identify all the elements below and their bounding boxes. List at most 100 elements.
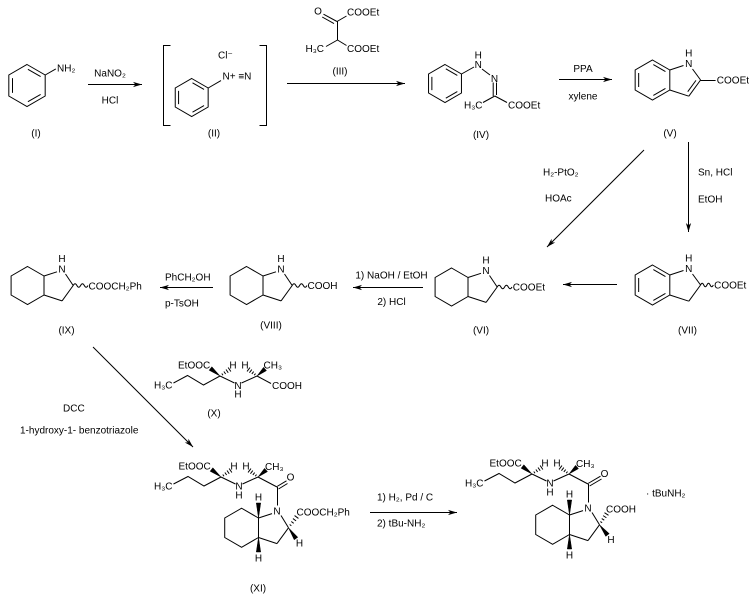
- ring-nitrogen: N: [273, 507, 280, 518]
- ring-bonds: [225, 508, 259, 547]
- ring-bonds: [9, 65, 45, 107]
- bond: [62, 286, 73, 301]
- hashed-bond: [248, 469, 256, 477]
- bond: [554, 474, 570, 481]
- bracket-right: [260, 46, 267, 126]
- nh-nitrogen: N: [685, 59, 692, 70]
- terminal-methyl: H₃C: [465, 479, 484, 490]
- bond: [486, 287, 497, 302]
- compound-label: (VII): [678, 326, 697, 337]
- bond: [208, 81, 221, 88]
- octahydroindole-core: H N COOCH₂Ph: [11, 254, 142, 305]
- bracket-left: [164, 46, 171, 126]
- carbonyl-double-bond: [324, 14, 338, 21]
- wedge-bond: [567, 499, 572, 516]
- compound-label: (VIII): [260, 321, 282, 332]
- double-bond: [689, 80, 701, 96]
- arrowhead: [396, 80, 405, 87]
- reaction-arrow-IX-to-XI: DCC 1-hydroxy-1- benzotriazole: [20, 347, 193, 447]
- bond: [490, 276, 498, 288]
- bond: [570, 511, 584, 515]
- ring-double-bond: [193, 106, 205, 113]
- ring-bonds: [536, 505, 570, 544]
- compound-VIII: H N COOH (VIII): [230, 254, 338, 332]
- bond: [263, 295, 281, 301]
- ring-fusion-hydrogen: H: [255, 554, 262, 565]
- bond: [281, 516, 289, 528]
- wedge-bond: [256, 367, 267, 377]
- arrowhead: [184, 438, 193, 447]
- bond: [44, 272, 57, 276]
- bond: [221, 477, 236, 484]
- compound-label: (VI): [473, 326, 489, 337]
- carbonyl-double-bond: [279, 484, 288, 490]
- compound-label: (I): [31, 129, 40, 140]
- step-2-label: 2) tBu-NH₂: [377, 519, 425, 530]
- compound-label: (III): [333, 67, 348, 78]
- carboxylic-acid-group: COOH: [308, 281, 338, 292]
- arrow-shaft: [93, 347, 193, 447]
- stereo-hydrogen: H: [230, 462, 237, 473]
- reaction-arrow-V-to-VI: H₂-PtO₂ HOAc: [543, 150, 644, 247]
- arrowhead: [133, 81, 142, 88]
- compound-label: (X): [207, 409, 220, 420]
- amine-hydrogen: H: [546, 487, 553, 498]
- ring-bonds: [435, 268, 468, 306]
- nh-hydrogen: H: [685, 254, 692, 265]
- compound-VI: H N COOEt (VI): [435, 256, 545, 337]
- wavy-bond: [73, 284, 88, 287]
- compound-VII: H N COOEt (VII): [635, 254, 747, 337]
- nh-nitrogen: N: [685, 264, 692, 275]
- bond: [468, 273, 481, 277]
- bond: [592, 513, 600, 525]
- hashed-bond: [247, 368, 255, 376]
- hashed-bond: [600, 513, 608, 523]
- ring-nitrogen: N: [584, 504, 591, 515]
- coupling-reagent-label: DCC: [63, 404, 85, 415]
- ring-fusion-hydrogen: H: [255, 493, 262, 504]
- double-bond: [688, 80, 696, 91]
- wedge-bond: [209, 467, 222, 478]
- bond: [326, 40, 338, 47]
- ring-bonds: [635, 265, 670, 305]
- cyclohexane-ring: [225, 508, 259, 547]
- bond: [670, 90, 689, 96]
- bond: [45, 69, 56, 75]
- bond: [670, 271, 684, 276]
- compound-label: (IX): [58, 326, 74, 337]
- ring-bonds: [635, 60, 670, 100]
- wedge-bond: [288, 527, 299, 541]
- solvent-label: EtOH: [698, 195, 722, 206]
- compound-II: N+ ≡N Cl⁻ (II): [164, 46, 267, 140]
- nh-hydrogen: H: [58, 254, 65, 265]
- propyl-chain: [485, 474, 533, 484]
- amino-group: NH₂: [57, 64, 75, 75]
- stereo-hydrogen: H: [541, 459, 548, 470]
- carbonyl-double-bond: [322, 17, 334, 24]
- bond: [693, 274, 701, 285]
- wedge-bond: [599, 524, 610, 537]
- compound-product: H₃C EtOOC H N H H CH₃ O N: [465, 459, 686, 562]
- wedge-bond: [567, 534, 572, 550]
- hashed-bond: [290, 516, 299, 526]
- bond: [468, 297, 486, 303]
- ring-bonds: [11, 267, 44, 305]
- stereo-hydrogen: H: [242, 462, 249, 473]
- compound-IV: H N N H₃C COOEt (IV): [429, 51, 540, 141]
- ring-fusion-hydrogen: H: [566, 551, 573, 562]
- methyl-group: H₃C: [464, 101, 483, 112]
- reaction-arrow-XI-to-product: 1) H₂, Pd / C 2) tBu-NH₂: [370, 493, 457, 530]
- ring-double-bond: [446, 69, 458, 76]
- benzyl-ester-group: COOCH₂Ph: [89, 282, 142, 293]
- diazonium-group: N+ ≡N: [223, 72, 252, 83]
- wedge-bond: [256, 537, 261, 553]
- nh-nitrogen: N: [482, 266, 489, 277]
- cyclohexane-ring: [11, 267, 44, 305]
- bond: [285, 274, 293, 286]
- solvent-label: xylene: [569, 92, 598, 103]
- arrowhead: [685, 223, 692, 232]
- arrowhead: [547, 238, 556, 247]
- chloride-counterion: Cl⁻: [218, 51, 233, 62]
- compound-IX: H N COOCH₂Ph (IX): [11, 254, 142, 337]
